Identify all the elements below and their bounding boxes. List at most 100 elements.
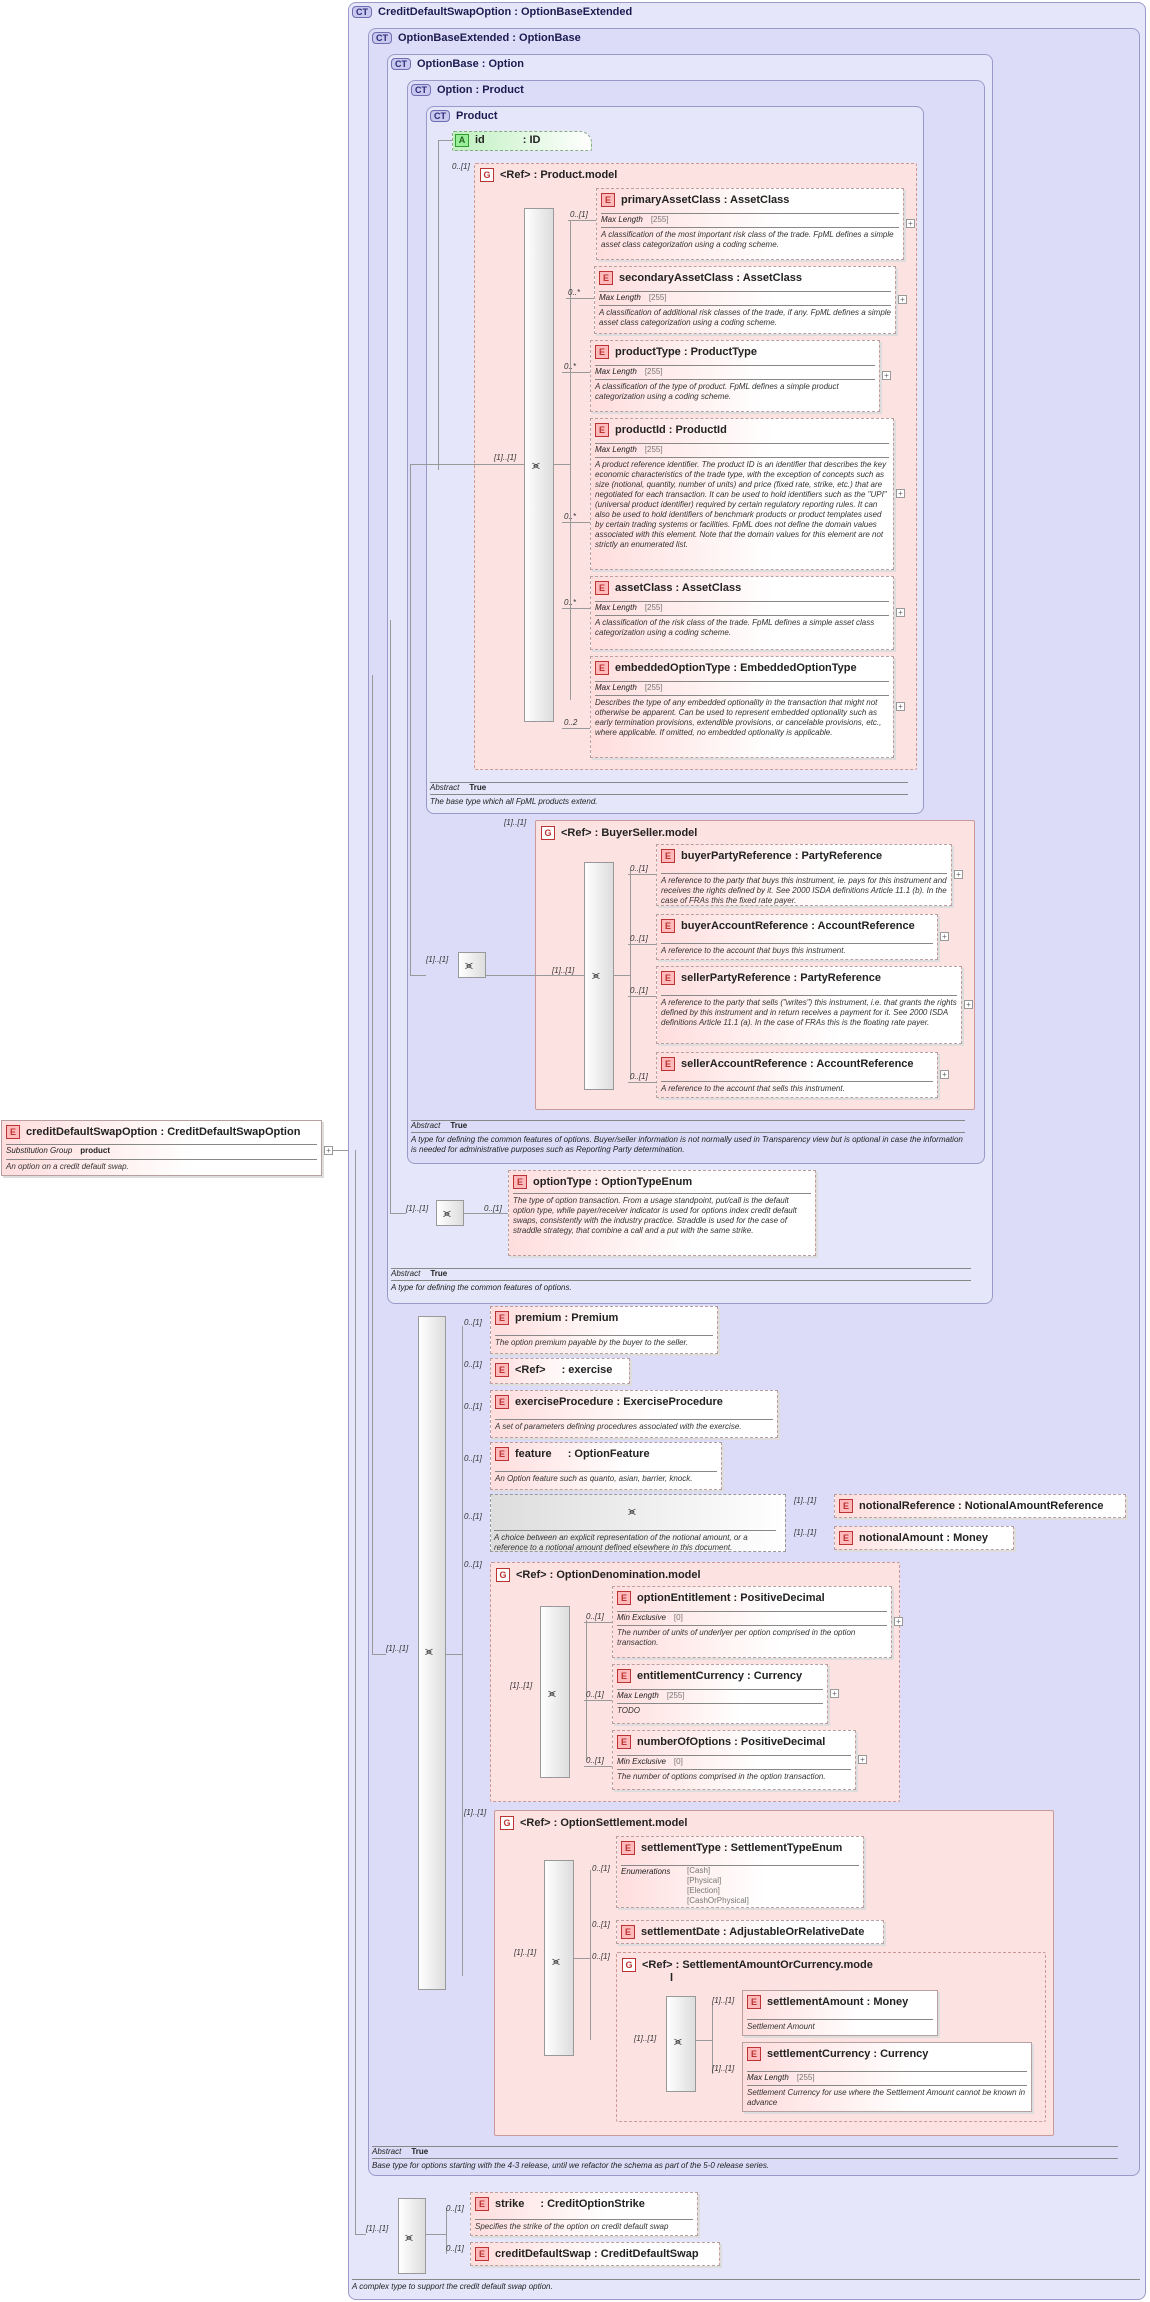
element-icon: E bbox=[617, 1591, 631, 1605]
element-icon: E bbox=[595, 423, 609, 437]
occurrence: [1]..[1] bbox=[494, 453, 517, 462]
occurrence: 0..[1] bbox=[464, 1560, 482, 1569]
root-element-type: CreditDefaultSwapOption bbox=[167, 1126, 301, 1138]
occurrence: 0..* bbox=[564, 512, 577, 521]
occurrence: 0..[1] bbox=[630, 986, 648, 995]
sequence-optionsettlement[interactable] bbox=[544, 1860, 574, 2056]
sequence-icon: ⪤ bbox=[674, 2034, 682, 2048]
occurrence: 0..[1] bbox=[484, 1204, 502, 1213]
expand-toggle[interactable]: + bbox=[940, 932, 949, 941]
element-icon: E bbox=[661, 919, 675, 933]
sequence-optionbase[interactable] bbox=[436, 1200, 464, 1226]
occurrence: 0..[1] bbox=[592, 1920, 610, 1929]
element-icon: E bbox=[599, 271, 613, 285]
sequence-product-model[interactable] bbox=[524, 208, 554, 722]
expand-toggle[interactable]: + bbox=[896, 489, 905, 498]
occurrence: 0..[1] bbox=[446, 2244, 464, 2253]
sequence-settlementamount[interactable] bbox=[666, 1996, 696, 2092]
element-icon: E bbox=[513, 1175, 527, 1189]
element-icon: E bbox=[839, 1531, 853, 1545]
element-icon: E bbox=[747, 1995, 761, 2009]
group-optionsettlement-title: G<Ref> : OptionSettlement.model bbox=[500, 1816, 687, 1830]
ct3-desc: A type for defining the common features … bbox=[391, 1280, 971, 1293]
occurrence: 0..* bbox=[564, 362, 577, 371]
element-icon: E bbox=[617, 1735, 631, 1749]
sequence-option[interactable] bbox=[458, 952, 486, 978]
expand-toggle[interactable]: + bbox=[964, 1000, 973, 1009]
occurrence: 0..[1] bbox=[630, 934, 648, 943]
sequence-optiondenomination[interactable] bbox=[540, 1606, 570, 1778]
expand-toggle[interactable]: + bbox=[896, 608, 905, 617]
occurrence: [1]..[1] bbox=[794, 1528, 817, 1537]
choice-notional[interactable] bbox=[490, 1494, 786, 1552]
expand-toggle[interactable]: + bbox=[858, 1755, 867, 1764]
expand-toggle[interactable]: + bbox=[896, 702, 905, 711]
occurrence: 0..2 bbox=[564, 718, 578, 727]
expand-toggle[interactable]: + bbox=[940, 1070, 949, 1079]
element-icon: E bbox=[661, 971, 675, 985]
occurrence: 0..[1] bbox=[630, 1072, 648, 1081]
element-exercise[interactable]: E<Ref>: exercise bbox=[490, 1358, 630, 1384]
occurrence: [1]..[1] bbox=[464, 1808, 487, 1817]
ct2-desc: Base type for options starting with the … bbox=[372, 2158, 1118, 2171]
expand-toggle[interactable]: + bbox=[906, 219, 915, 228]
occurrence: [1]..[1] bbox=[504, 818, 527, 827]
expand-toggle[interactable]: + bbox=[882, 371, 891, 380]
occurrence: 0..[1] bbox=[464, 1454, 482, 1463]
sequence-buyerseller[interactable] bbox=[584, 862, 614, 1090]
ct1-desc: A complex type to support the credit def… bbox=[352, 2279, 1140, 2292]
occurrence: [1]..[1] bbox=[386, 1644, 409, 1653]
sequence-icon: ⪤ bbox=[425, 1644, 433, 1658]
occurrence: [1]..[1] bbox=[426, 955, 449, 964]
occurrence: [1]..[1] bbox=[634, 2034, 657, 2043]
element-icon: E bbox=[661, 849, 675, 863]
element-icon: E bbox=[595, 661, 609, 675]
root-desc: An option on a credit default swap. bbox=[6, 1159, 317, 1172]
element-icon: E bbox=[595, 581, 609, 595]
element-icon: E bbox=[839, 1499, 853, 1513]
occurrence: [1]..[1] bbox=[794, 1496, 817, 1505]
occurrence: 0..* bbox=[564, 598, 577, 607]
element-icon: E bbox=[475, 2197, 489, 2211]
occurrence: 0..[1] bbox=[586, 1612, 604, 1621]
sequence-creditdefaultswapoption[interactable] bbox=[398, 2198, 426, 2274]
root-expand-toggle[interactable]: + bbox=[324, 1146, 333, 1155]
expand-toggle[interactable]: + bbox=[898, 295, 907, 304]
choice-desc: A choice between an explicit representat… bbox=[494, 1530, 776, 1553]
element-icon: E bbox=[495, 1311, 509, 1325]
expand-toggle[interactable]: + bbox=[954, 870, 963, 879]
sequence-optionbaseextended[interactable] bbox=[418, 1316, 446, 1990]
expand-toggle[interactable]: + bbox=[894, 1617, 903, 1626]
expand-toggle[interactable]: + bbox=[830, 1689, 839, 1698]
